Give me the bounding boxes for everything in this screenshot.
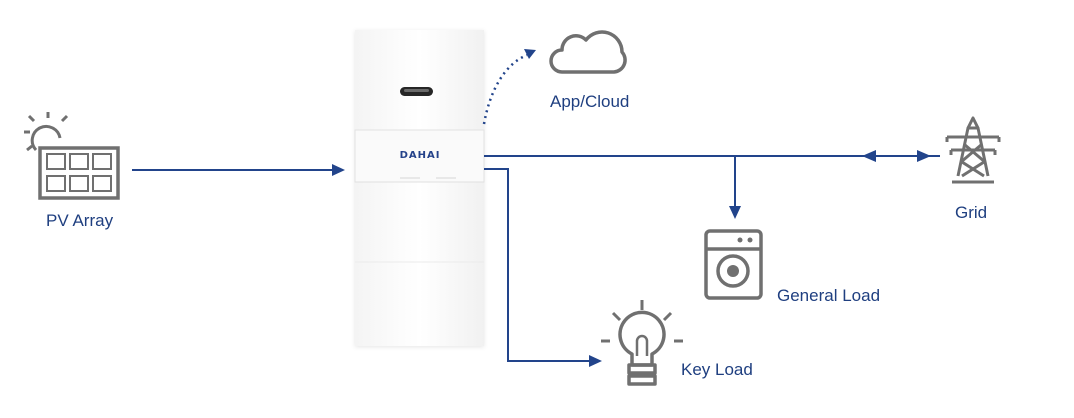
general-load-label: General Load: [777, 286, 881, 305]
transmission-tower-icon: [945, 116, 1001, 184]
app-cloud-label: App/Cloud: [550, 92, 630, 111]
grid-label: Grid: [955, 203, 988, 222]
solar-panel-icon: [24, 112, 120, 200]
cloud-icon: [549, 30, 627, 74]
arrow-to-cloud: [524, 49, 536, 59]
arrow-to-general-load: [729, 206, 741, 219]
key-load-label: Key Load: [681, 360, 753, 379]
light-bulb-icon: [601, 300, 683, 386]
arrow-to-key-load: [589, 355, 602, 367]
inverter-unit: [354, 30, 485, 346]
inverter-brand-label: DAHAI: [399, 150, 441, 161]
arrow-to-grid: [917, 150, 931, 162]
pv-array-label: PV Array: [46, 211, 114, 230]
connection-lines: [132, 53, 940, 362]
arrow-from-grid: [862, 150, 876, 162]
arrowheads: [332, 49, 931, 367]
arrow-to-inverter: [332, 164, 345, 176]
washing-machine-icon: [704, 229, 763, 300]
